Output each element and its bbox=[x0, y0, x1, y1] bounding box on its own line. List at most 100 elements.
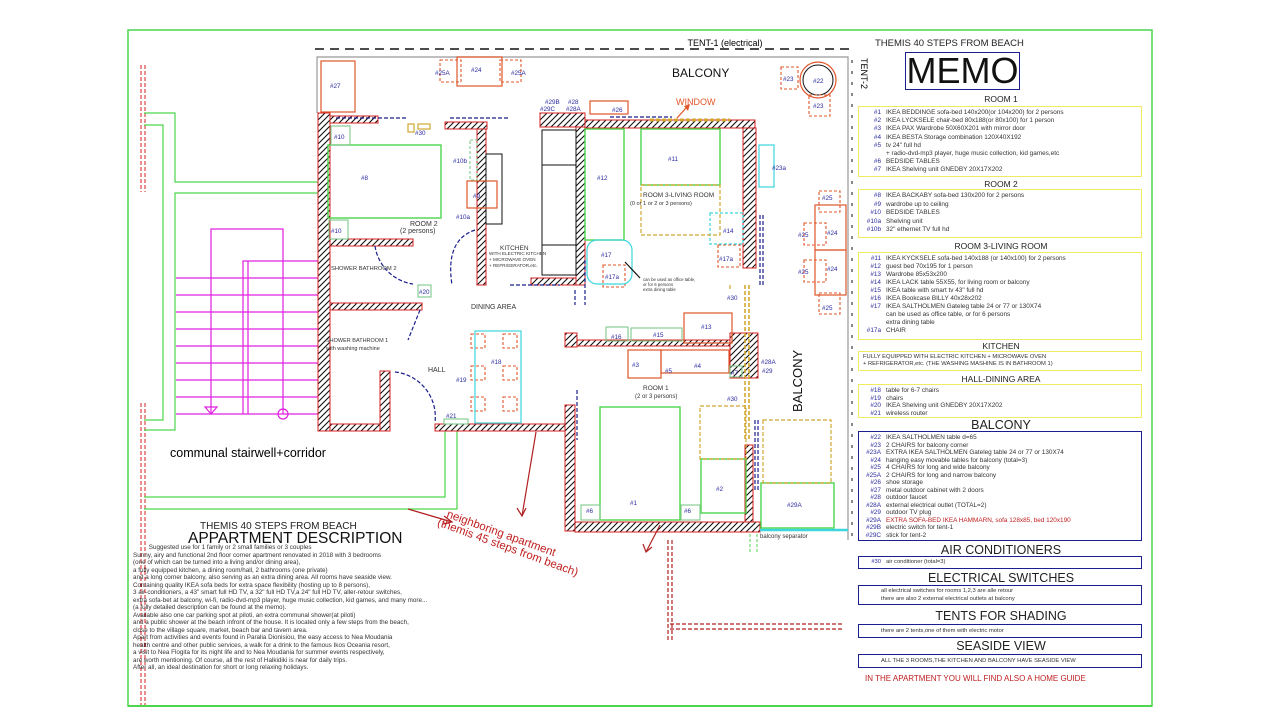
label-25: #25 bbox=[798, 232, 809, 239]
section-title-room-3: ROOM 3-LIVING ROOM bbox=[954, 241, 1048, 251]
memo-item: #29 outdoor TV plug bbox=[863, 509, 1137, 517]
label-2: #2 bbox=[716, 486, 724, 493]
memo-item-number: #28A bbox=[866, 501, 881, 509]
memo-item: #25 4 CHAIRS for long and wide balcony bbox=[863, 464, 1137, 472]
memo-item-number: #23A bbox=[866, 449, 881, 456]
label-18: #18 bbox=[491, 359, 502, 366]
bathroom-2-label: SHOWER BATHROOM 2 bbox=[331, 266, 397, 272]
memo-item-text: 4 CHAIRS for long and wide balcony bbox=[886, 464, 990, 471]
memo-item-text: all electrical switches for rooms 1,2,3 … bbox=[881, 588, 1015, 602]
hall-label: HALL bbox=[428, 367, 446, 374]
label-24: #24 bbox=[827, 230, 838, 237]
label-28a: #28A bbox=[566, 106, 582, 113]
memo-item-number: #27 bbox=[870, 486, 881, 494]
description-line: and a long corner balcony, also serving … bbox=[133, 574, 392, 581]
memo-item-number: #10a bbox=[866, 217, 881, 225]
memo-item-text: BEDSIDE TABLES bbox=[886, 209, 940, 217]
office-note-3: extra dining table bbox=[643, 287, 676, 292]
label-10b: #10b bbox=[453, 158, 468, 165]
section-title-balcony: BALCONY bbox=[971, 418, 1031, 432]
memo-item-number: #17 bbox=[870, 303, 881, 310]
memo-item-text: IKEA LYCKSELE chair-bed 80x188(or 80x100… bbox=[886, 117, 1055, 125]
memo-item-number: #25 bbox=[870, 464, 881, 471]
description-header: THEMIS 40 STEPS FROM BEACH bbox=[200, 521, 357, 532]
description-line: Containing quality IKEA sofa beds for ex… bbox=[133, 581, 370, 589]
memo-item-number: #22 bbox=[870, 434, 881, 441]
kitchen-note-2: + MICROWAVE OVEN bbox=[489, 257, 536, 262]
label-29b: #29B bbox=[545, 99, 560, 106]
doors bbox=[336, 116, 764, 490]
label-23: #23 bbox=[813, 103, 824, 110]
description-line: a visit to Nea Flogita for its night lif… bbox=[133, 649, 385, 656]
memo-item-number: #16 bbox=[870, 295, 881, 302]
memo-item-number: #9 bbox=[873, 200, 881, 208]
window-arrow bbox=[676, 107, 687, 119]
memo-item-number: #24 bbox=[870, 456, 881, 464]
memo-item-number: #19 bbox=[870, 394, 881, 402]
section-title-electrical-switches: ELECTRICAL SWITCHES bbox=[927, 571, 1075, 585]
memo-item-text: IKEA BEDDINGE sofa-bed 140x200(or 104x20… bbox=[886, 109, 1064, 116]
memo-item-number: #10b bbox=[866, 226, 881, 234]
office-note-1: can be used as office table, bbox=[643, 277, 695, 282]
memo-item-number: #28 bbox=[870, 494, 881, 501]
room-1-capacity: (2 or 3 persons) bbox=[635, 394, 677, 400]
memo-item-number: #29B bbox=[866, 524, 881, 531]
section-kitchen: FULLY EQUIPPED WITH ELECTRIC KITCHEN + M… bbox=[858, 351, 1142, 371]
label-9: #9 bbox=[473, 193, 481, 200]
balcony-separator-label: balcony separator bbox=[760, 534, 808, 540]
office-note-2: or for 6 persons bbox=[643, 282, 673, 287]
memo-item-text: there are 2 tents,one of them with elect… bbox=[881, 628, 1004, 634]
memo-item-number: #6 bbox=[873, 158, 881, 166]
section-title-room-1: ROOM 1 bbox=[984, 94, 1018, 104]
memo-item-number: #11 bbox=[870, 255, 881, 262]
label-23a: #23a bbox=[772, 165, 787, 172]
label-16: #16 bbox=[611, 334, 622, 341]
memo-item-text: air conditioner (total=3) bbox=[886, 559, 946, 565]
section-tents: there are 2 tents,one of them with elect… bbox=[858, 624, 1142, 638]
memo-item-text: IKEA Shelving unit GNEDBY 20X17X202 bbox=[886, 402, 1003, 410]
memo-item-text: IKEA BACKABY sofa-bed 130x200 for 2 pers… bbox=[886, 192, 1025, 199]
memo-item-text: tv 24" full hd + radio-dvd-mp3 player, h… bbox=[886, 141, 1060, 158]
chairs-orange bbox=[439, 59, 841, 412]
gold-dashed-areas bbox=[407, 118, 832, 484]
furniture-cyan bbox=[474, 144, 848, 532]
label-25: #25 bbox=[822, 195, 833, 202]
tent-2-label: TENT-2 bbox=[859, 58, 869, 89]
memo-item-number: #7 bbox=[873, 166, 881, 174]
memo-item-number: #29C bbox=[865, 531, 881, 539]
label-28a: #28A bbox=[761, 359, 777, 366]
label-14: #14 bbox=[723, 228, 734, 235]
description-line: extra sofa-bet at balcony, wi-fi, radio-… bbox=[133, 596, 428, 604]
description-line: close to the village square, market, bea… bbox=[133, 626, 308, 634]
memo-item-text: ALL THE 3 ROOMS,THE KITCHEN AND BALCONY … bbox=[881, 658, 1076, 664]
memo-item-number: #29 bbox=[870, 509, 881, 516]
label-29c: #29C bbox=[540, 106, 556, 113]
memo-item-number: #13 bbox=[870, 271, 881, 278]
description-line: (a fully detailed description can be fou… bbox=[133, 604, 287, 611]
memo-item-number: #4 bbox=[873, 133, 881, 141]
memo-item-text: outdoor TV plug bbox=[886, 509, 932, 516]
memo-item-number: #23 bbox=[870, 441, 881, 449]
label-28: #28 bbox=[568, 99, 579, 106]
label-10a: #10a bbox=[456, 214, 471, 221]
memo-item-text: external electrical outlet (TOTAL=2) bbox=[886, 501, 987, 509]
home-guide-note: IN THE APARTMENT YOU WILL FIND ALSO A HO… bbox=[865, 674, 1086, 683]
table-22 bbox=[802, 64, 834, 96]
